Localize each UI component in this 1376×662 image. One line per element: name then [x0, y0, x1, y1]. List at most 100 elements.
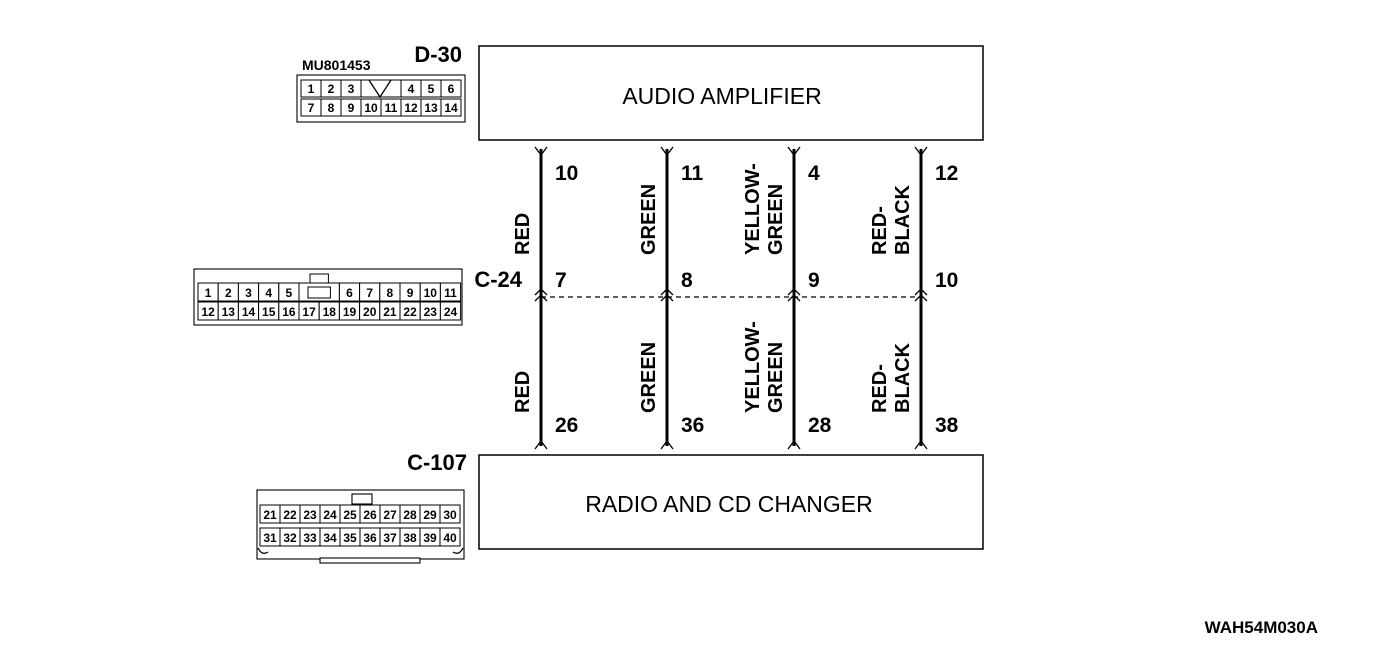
pin-cell-number: 9: [407, 286, 414, 300]
wire-color-lower: RED-: [869, 364, 891, 413]
pin-cell-number: 14: [444, 101, 458, 115]
pin-cell: [439, 301, 462, 321]
diagram-code: WAH54M030A: [1205, 618, 1318, 637]
pin-cell-number: 26: [363, 508, 377, 522]
lock-tab: [307, 286, 331, 299]
joint-mark: [534, 288, 548, 302]
pin-cell-number: 21: [383, 305, 397, 319]
pin-top: 11: [681, 162, 704, 185]
terminal-mark-bottom: [660, 439, 674, 450]
pin-cell-number: 40: [443, 531, 457, 545]
pin-cell-number: 31: [263, 531, 277, 545]
pin-cell-number: 23: [303, 508, 317, 522]
pin-cell-number: 4: [408, 82, 415, 96]
pin-bottom: 36: [681, 414, 704, 437]
pin-cell-number: 35: [343, 531, 357, 545]
wire-color-upper: RED-: [869, 206, 891, 255]
wire-color-lower: RED: [512, 371, 534, 413]
audio-amplifier-box: [478, 45, 984, 141]
pin-cell-number: 24: [444, 305, 458, 319]
pin-cell-number: 36: [363, 531, 377, 545]
pin-joint: 7: [555, 269, 567, 292]
pin-cell-number: 24: [323, 508, 337, 522]
radio-cd-changer-box: [478, 454, 984, 550]
pin-cell-number: 34: [323, 531, 337, 545]
terminal-mark-top: [534, 146, 548, 157]
pin-cell-number: 1: [205, 286, 212, 300]
terminal-mark-top: [914, 146, 928, 157]
pin-cell: [440, 79, 462, 98]
terminal-mark-top: [660, 146, 674, 157]
lock-tab: [351, 493, 373, 505]
pin-cell-number: 13: [424, 101, 438, 115]
pin-cell-number: 11: [444, 286, 457, 300]
pin-cell-number: 28: [403, 508, 417, 522]
pin-bottom: 28: [808, 414, 832, 437]
part-number: MU801453: [302, 57, 371, 73]
pin-bottom: 26: [555, 414, 578, 437]
joint-mark: [787, 288, 801, 302]
joint-mark: [660, 288, 674, 302]
pin-cell-number: 8: [387, 286, 394, 300]
pin-cell-number: 23: [424, 305, 438, 319]
terminal-mark-bottom: [787, 439, 801, 450]
pin-cell-number: 37: [383, 531, 397, 545]
pin-bottom: 38: [935, 414, 959, 437]
pin-cell-number: 22: [283, 508, 297, 522]
connector-c107-label: C-107: [407, 450, 467, 475]
pin-cell-number: 13: [222, 305, 236, 319]
wire-color-lower: GREEN: [638, 342, 660, 413]
pin-cell-number: 6: [448, 82, 455, 96]
pin-cell-number: 12: [404, 101, 418, 115]
pin-cell-number: 20: [363, 305, 377, 319]
wire-color-lower: YELLOW-: [742, 321, 764, 413]
pin-cell-number: 12: [201, 305, 215, 319]
terminal-mark-top: [787, 146, 801, 157]
pin-cell-number: 17: [302, 305, 316, 319]
pin-top: 12: [935, 162, 958, 185]
terminal-mark-bottom: [914, 439, 928, 450]
pin-joint: 9: [808, 269, 820, 292]
pin-cell-number: 15: [262, 305, 276, 319]
pin-top: 10: [555, 162, 578, 185]
terminal-mark-bottom: [534, 439, 548, 450]
pin-cell-number: 29: [423, 508, 437, 522]
pin-top: 4: [808, 162, 820, 185]
pin-cell-number: 39: [423, 531, 437, 545]
pin-cell-number: 33: [303, 531, 317, 545]
pin-cell-number: 7: [308, 101, 315, 115]
joint-mark: [914, 288, 928, 302]
wire-color-upper: BLACK: [892, 184, 914, 255]
radio-cd-changer-label: RADIO AND CD CHANGER: [585, 491, 873, 517]
wire-color-lower: BLACK: [892, 342, 914, 413]
pin-joint: 10: [935, 269, 958, 292]
clip-marks: [257, 547, 464, 554]
pin-cell-number: 22: [403, 305, 417, 319]
pin-cell-number: 19: [343, 305, 357, 319]
wire-color-lower: GREEN: [765, 342, 787, 413]
wire-group: 10726REDRED11836GREENGREEN4928YELLOW-GRE…: [512, 146, 959, 450]
wire-color-upper: GREEN: [765, 184, 787, 255]
audio-amplifier-label: AUDIO AMPLIFIER: [622, 83, 821, 109]
pin-cell-number: 1: [308, 82, 315, 96]
pin-cell-number: 3: [245, 286, 252, 300]
lock-tab-top: [309, 273, 329, 284]
pin-cell-number: 7: [366, 286, 373, 300]
pin-cell-number: 10: [364, 101, 378, 115]
pin-cell-number: 27: [383, 508, 397, 522]
pin-cell-number: 11: [385, 101, 398, 115]
pin-cell-number: 30: [443, 508, 457, 522]
pin-cell-number: 4: [265, 286, 272, 300]
pin-cell-number: 14: [242, 305, 256, 319]
connector-d30-label: D-30: [414, 42, 462, 67]
pin-cell-number: 2: [328, 82, 335, 96]
pin-cell: [439, 282, 462, 302]
pin-cell-number: 38: [403, 531, 417, 545]
pin-cell-number: 25: [343, 508, 357, 522]
